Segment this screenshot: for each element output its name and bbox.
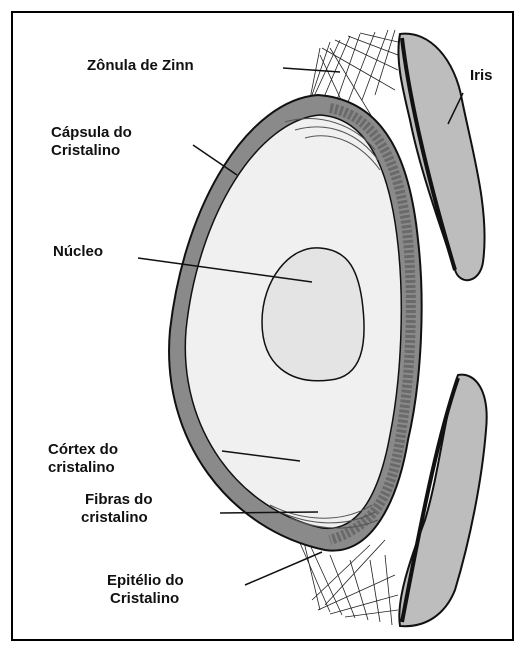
label-fibras-line1: Fibras do: [85, 491, 153, 509]
label-cortex-line2: cristalino: [48, 459, 115, 477]
label-zonula: Zônula de Zinn: [87, 57, 194, 75]
label-iris: Iris: [470, 67, 493, 85]
label-fibras-line2: cristalino: [81, 509, 148, 527]
label-epitelio-line1: Epitélio do: [107, 572, 184, 590]
label-capsula-line2: Cristalino: [51, 142, 120, 160]
label-epitelio-line2: Cristalino: [110, 590, 179, 608]
label-capsula-line1: Cápsula do: [51, 124, 132, 142]
label-nucleo: Núcleo: [53, 243, 103, 261]
pointer-fibras: [220, 512, 318, 513]
label-cortex-line1: Córtex do: [48, 441, 118, 459]
pointer-zonula: [283, 68, 340, 72]
